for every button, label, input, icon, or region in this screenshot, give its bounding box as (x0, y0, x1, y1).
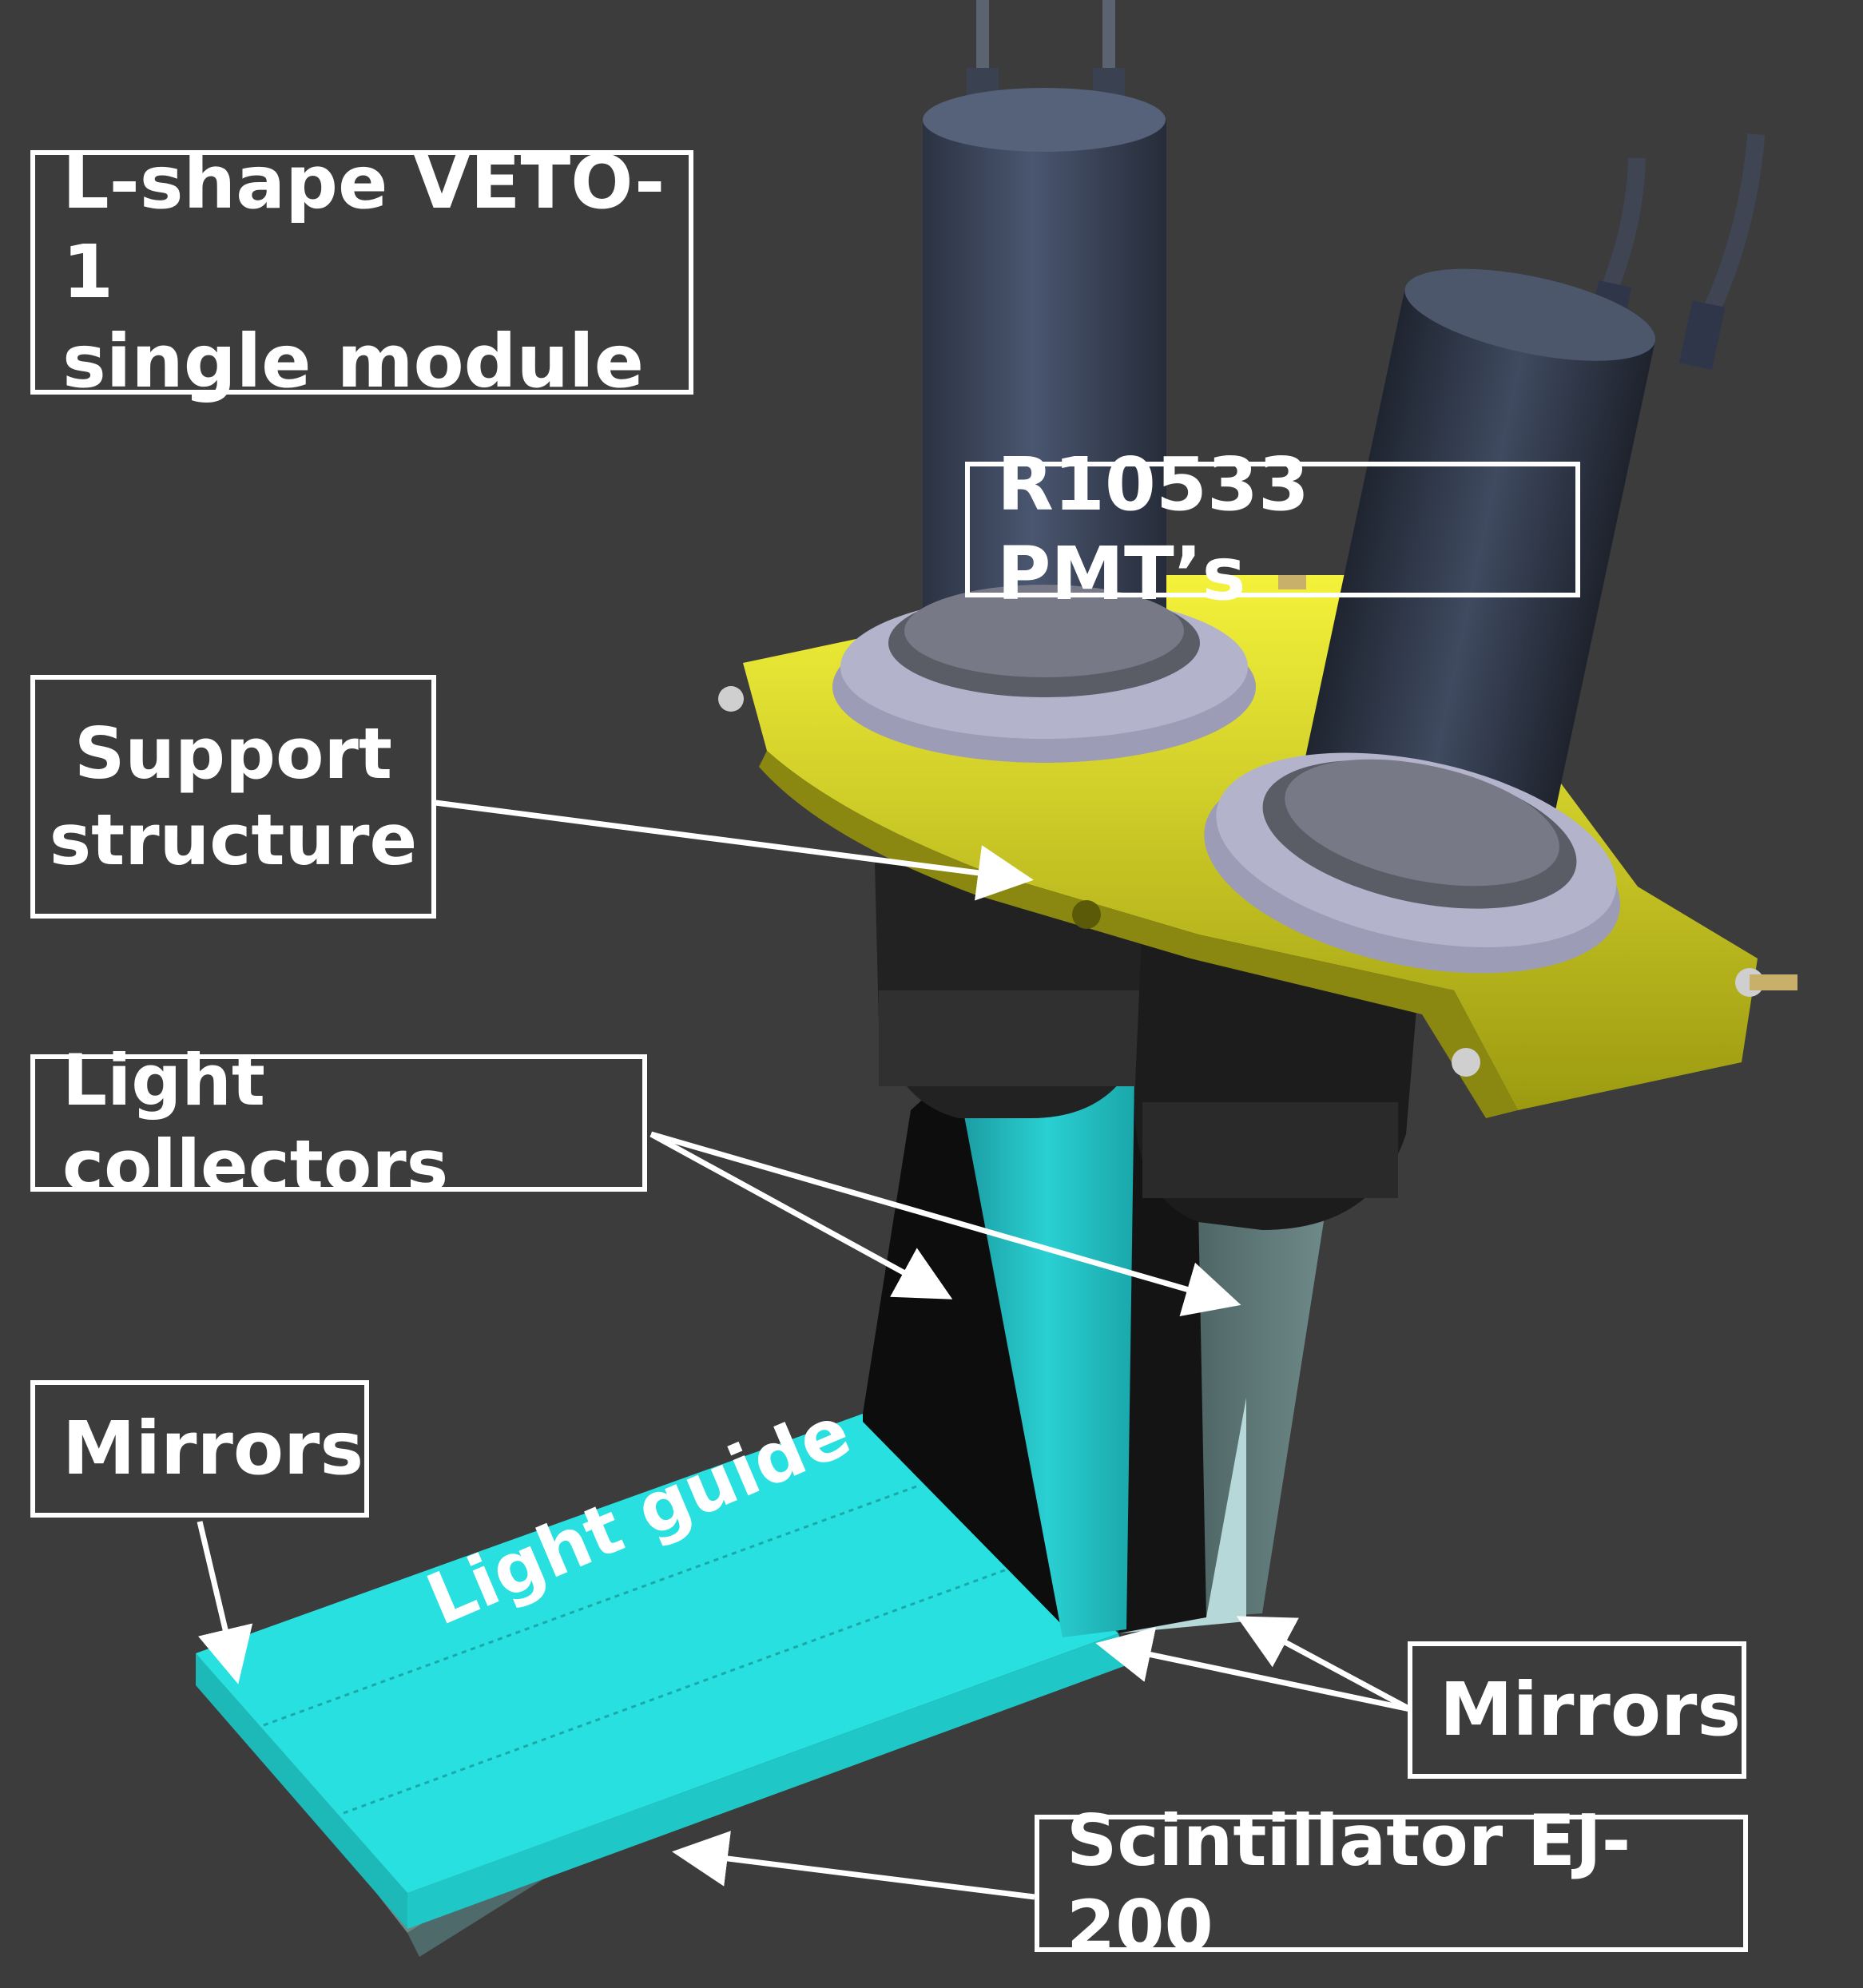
pmt-left (832, 0, 1256, 763)
support-line-2: structure (49, 798, 418, 881)
pmt-label: R10533 PMT’s (965, 442, 1580, 617)
arrow-scintillator (672, 1831, 1035, 1900)
mirrors-left-text: Mirrors (62, 1405, 364, 1491)
title-line-1: L-shape VETO-1 (62, 139, 665, 315)
scintillator-text: Scintillator EJ-200 (1067, 1799, 1631, 1967)
light-collectors-text: Light collectors (62, 1038, 449, 1207)
light-collector-grey (1198, 1206, 1326, 1617)
arrow-collector-2 (650, 1131, 1241, 1317)
mirror-patch (1118, 1398, 1246, 1633)
light-collectors-label: Light collectors (30, 1039, 647, 1207)
title-line-2: single module (62, 319, 644, 405)
pmt-right (1204, 133, 1766, 974)
arrow-mirrors-left (197, 1521, 253, 1684)
arrow-mirrors-right-2 (1236, 1616, 1412, 1712)
arrow-collector-1 (649, 1131, 953, 1300)
arrow-support (435, 800, 1034, 901)
light-guide-slab (196, 1414, 1126, 1929)
mirrors-left-label: Mirrors (30, 1380, 369, 1518)
light-collector-teal (959, 1078, 1134, 1637)
arrow-mirrors-right-1 (1095, 1627, 1411, 1712)
pmt-label-text: R10533 PMT’s (997, 441, 1309, 617)
support-line-1: Support (74, 712, 392, 796)
arrows (197, 800, 1412, 1900)
mirrors-right-label: Mirrors (1408, 1641, 1746, 1779)
title-label: L-shape VETO-1 single module (30, 140, 693, 404)
scintillator-label: Scintillator EJ-200 (1035, 1800, 1748, 1967)
mirrors-right-text: Mirrors (1440, 1666, 1742, 1752)
support-label: Support structure (30, 675, 436, 919)
